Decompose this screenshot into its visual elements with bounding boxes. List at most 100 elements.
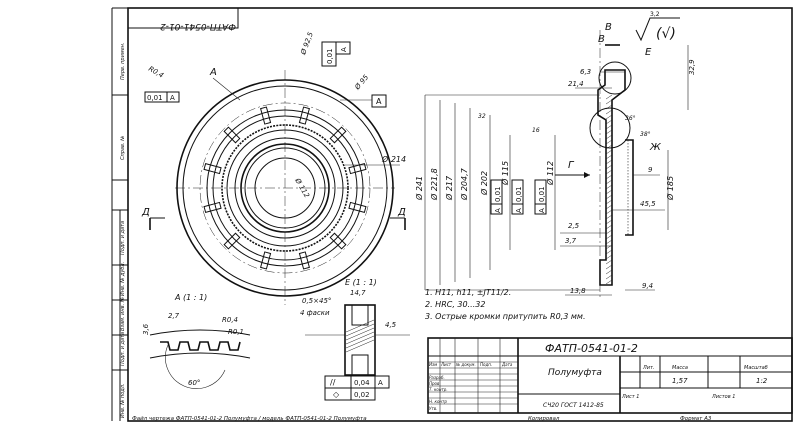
- tb-mass-value: 1,57: [672, 377, 688, 385]
- footer-format: Формат А3: [680, 416, 712, 422]
- footer-file-caption: Файл чертежа ФАТП-0541-01-2 Полумуфта / …: [132, 416, 367, 422]
- cut-label-b-bottom: В: [605, 22, 612, 33]
- strip-label-vzam: Взам. инв. №: [120, 297, 126, 331]
- section-hatch-line: [605, 209, 613, 215]
- roughness-symbol: 3,2 (√): [635, 11, 680, 42]
- dim-9: 9: [648, 166, 653, 174]
- strip-label-inv-dubl: Инв. № дубл.: [120, 262, 126, 296]
- view-e-title: Е (1 : 1): [345, 278, 377, 287]
- svg-text://: //: [330, 378, 336, 387]
- front-dim-d95: Ø 95: [353, 73, 371, 92]
- tb-lit: Лит.: [642, 365, 655, 371]
- viewe-dim-147: 14,7: [350, 289, 366, 297]
- strip-label-inv-podl: Инв. № подл.: [120, 384, 126, 419]
- roughness-value: 3,2: [650, 11, 660, 18]
- section-hatch-line: [605, 214, 613, 220]
- left-binding-strip: Перв. примен. Справ. № Подп. и дата Инв.…: [111, 7, 128, 421]
- detail-e-hatch-line: [345, 335, 375, 349]
- dim-36deg: 36°: [625, 115, 636, 122]
- section-hatch-line: [605, 139, 613, 145]
- section-hatch-line: [605, 114, 613, 120]
- note-1: 1. Н11, h11, ±JT11/2.: [425, 288, 511, 297]
- note-2: 2. HRC, 30...32: [425, 300, 485, 309]
- section-hatch-line: [605, 239, 613, 245]
- strip-label-podp1: Подп. и дата: [120, 221, 126, 255]
- front-tol-1: 0,01: [147, 94, 163, 102]
- section-hatch-line: [605, 264, 613, 270]
- footer-kopiroval: Копировал: [528, 416, 560, 422]
- rotated-drawing-number: ФАТП-0541-01-2: [160, 21, 236, 31]
- dim-94: 9,4: [642, 282, 653, 290]
- section-hatch-line: [605, 119, 613, 125]
- tb-scale-value: 1:2: [756, 377, 768, 385]
- detail-e-hatch-line: [345, 323, 375, 337]
- tb-sign: Подп.: [480, 362, 492, 367]
- dim-d2047: Ø 204,7: [459, 167, 469, 201]
- section-hatch-line: [605, 94, 613, 100]
- dim-214: 21,4: [568, 80, 584, 88]
- section-hatch-line: [605, 189, 613, 195]
- section-hatch-line: [605, 279, 613, 285]
- section-hatch-line: [605, 144, 613, 150]
- tb-sheets: Листов 1: [711, 394, 735, 400]
- front-tol-2: 0,01: [326, 48, 334, 64]
- section-hatch-line: [605, 229, 613, 235]
- ring-slot: [223, 232, 241, 250]
- tb-utv: Утв.: [429, 406, 437, 411]
- tol-d115: 0,01: [515, 186, 523, 202]
- label-zh: Ж: [649, 142, 662, 153]
- viewe-tol-004: 0,04: [354, 379, 370, 387]
- section-hatch-line: [605, 184, 613, 190]
- tb-doc-no: № докум.: [455, 362, 476, 367]
- svg-text:◇: ◇: [333, 390, 340, 399]
- dim-d2218: Ø 221,8: [429, 168, 439, 201]
- ring-slot: [203, 201, 222, 213]
- dim-32: 32: [478, 113, 486, 120]
- dim-d217: Ø 217: [444, 175, 454, 201]
- viewe-tol-004-base: А: [378, 379, 383, 387]
- ring-slot: [298, 251, 310, 270]
- section-hatch-line: [605, 199, 613, 205]
- dim-d202: Ø 202: [479, 171, 489, 196]
- section-hatch-line: [605, 154, 613, 160]
- dim-63: 6,3: [580, 68, 591, 76]
- dim-138: 13,8: [570, 287, 586, 295]
- tol-d112: 0,01: [538, 186, 546, 202]
- ring-slot: [348, 163, 367, 175]
- dim-d241: Ø 241: [414, 176, 424, 201]
- dim-d115: Ø 115: [500, 161, 510, 186]
- dim-329: 32,9: [688, 59, 696, 75]
- viewa-dim-60deg: 60°: [188, 379, 200, 387]
- detail-e-hatch-line: [345, 327, 375, 341]
- dim-25: 2,5: [568, 222, 580, 230]
- cut-label-b-top: В: [598, 34, 605, 45]
- label-a-front: А: [209, 67, 217, 78]
- viewe-dim-chamfer: 0,5×45°: [302, 297, 331, 305]
- section-hatch-line: [605, 274, 613, 280]
- viewa-dim-r04: R0,4: [222, 316, 238, 324]
- detail-e-hatch-line: [345, 319, 375, 333]
- title-material: СЧ20 ГОСТ 1412-85: [543, 402, 604, 409]
- tb-nkontr: Н. контр: [429, 399, 447, 404]
- section-hatch-line: [605, 134, 613, 140]
- section-hatch-line: [605, 124, 613, 130]
- front-tol-2-base: А: [340, 47, 348, 52]
- viewe-dim-4faski: 4 фаски: [300, 309, 330, 317]
- detail-e-hatch-line: [345, 331, 375, 345]
- section-hatch-line: [605, 194, 613, 200]
- dim-37: 3,7: [565, 237, 577, 245]
- front-tol-1-base: А: [170, 94, 175, 102]
- svg-text:(√): (√): [656, 26, 676, 42]
- section-hatch-line: [605, 109, 613, 115]
- tb-scale-label: Масштаб: [744, 365, 768, 371]
- section-hatch-line: [605, 249, 613, 255]
- view-a-detail: [149, 329, 251, 389]
- section-hatch-line: [605, 164, 613, 170]
- strip-label-podp2: Подп. и дата: [120, 332, 126, 366]
- section-view: [589, 30, 634, 300]
- tol-d202: 0,01: [494, 186, 502, 202]
- front-dim-d214: Ø 214: [381, 154, 406, 164]
- cut-label-d-right: Д: [397, 207, 406, 218]
- title-block: [427, 337, 793, 414]
- ring-slot: [329, 232, 347, 250]
